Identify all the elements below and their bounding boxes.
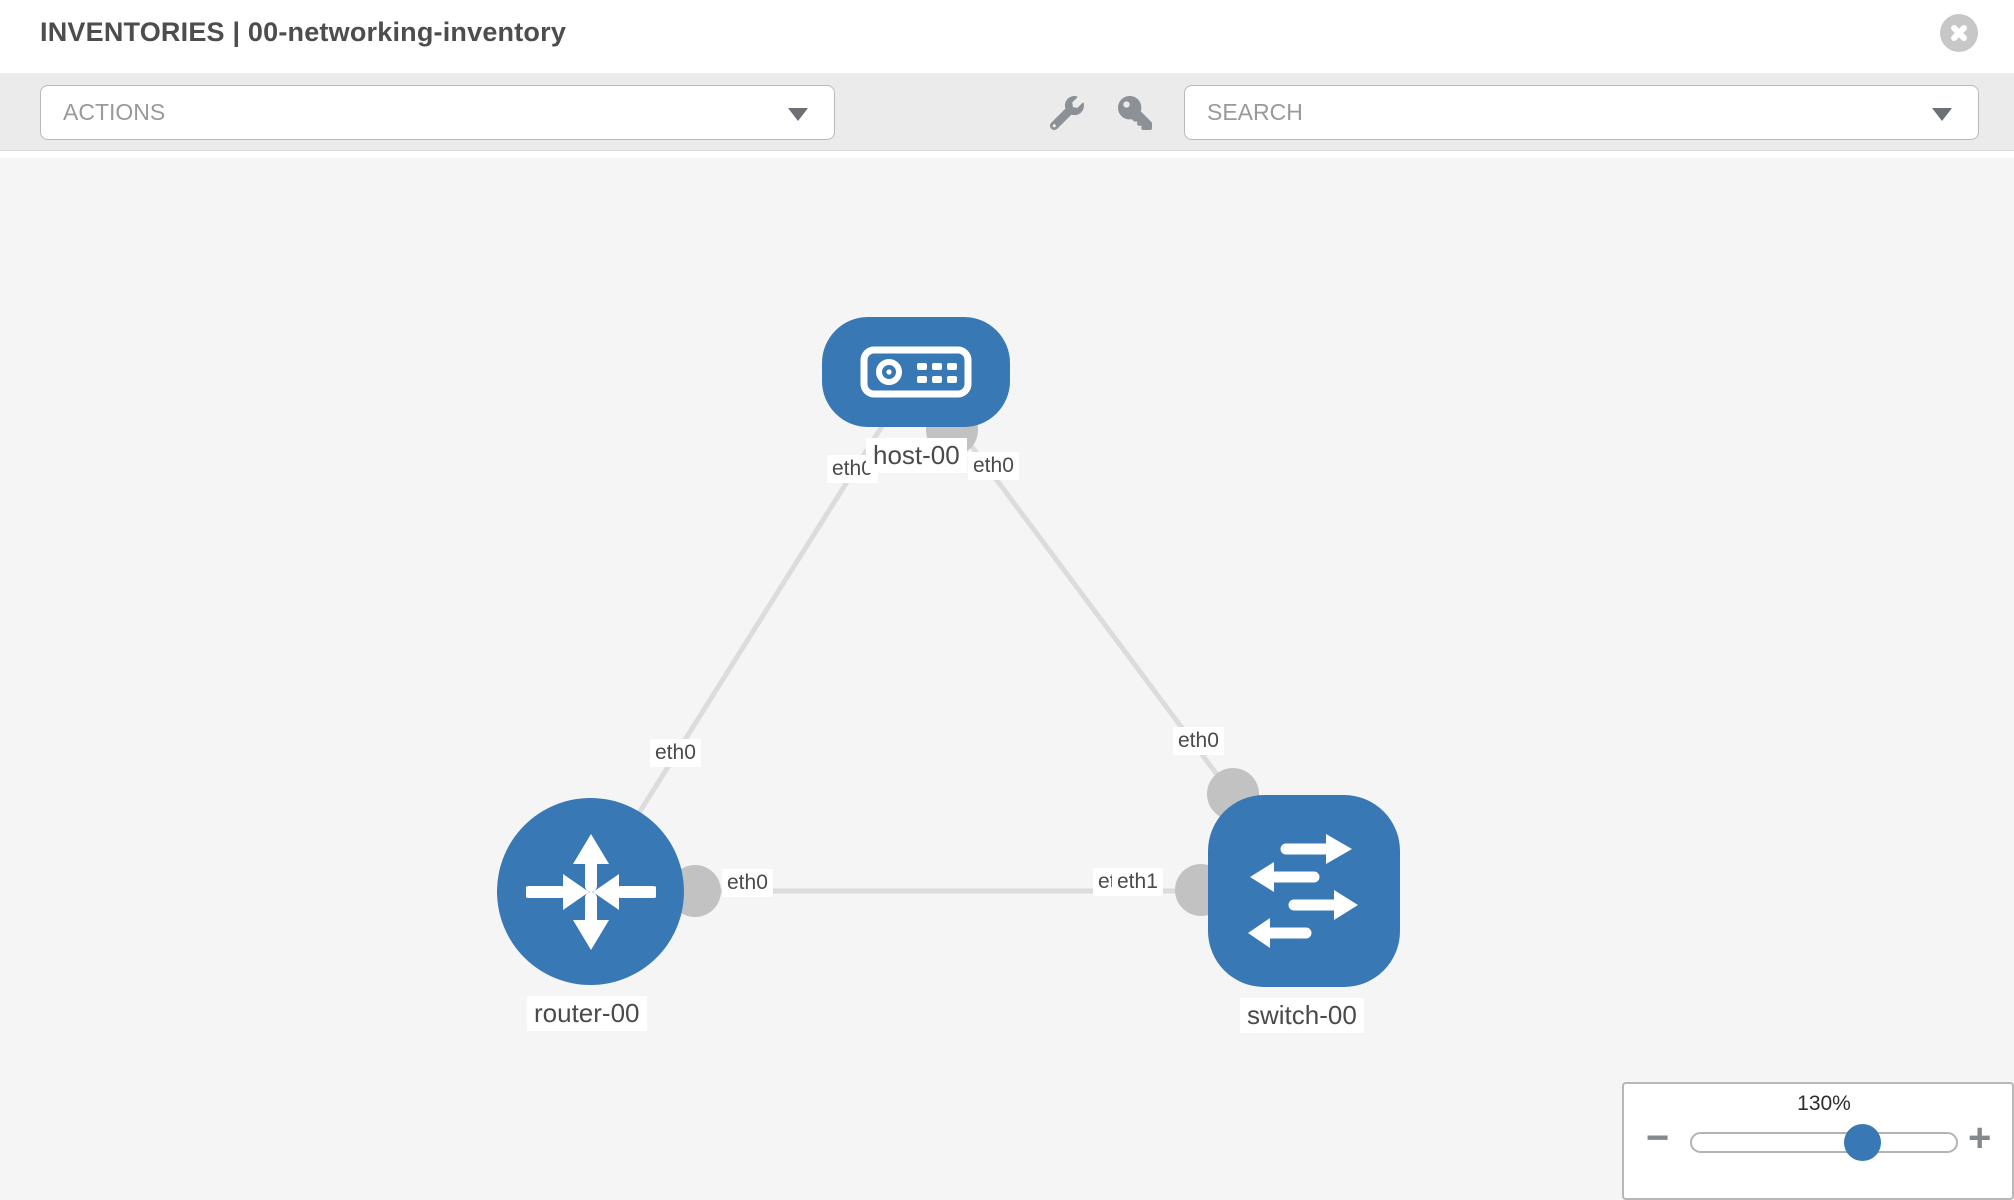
search-dropdown-label: SEARCH [1207,99,1303,125]
node-host-00[interactable] [822,317,1010,427]
interface-label-router-switch-router-side: eth0 [722,869,773,897]
node-switch-00[interactable] [1208,795,1400,987]
interface-label-host-switch-host-side: eth0 [968,452,1019,480]
chevron-down-icon [1932,107,1952,121]
divider [0,151,2014,158]
interface-label-router-switch-switch-side: eth1 [1112,868,1163,896]
node-router-00[interactable] [497,798,684,985]
actions-dropdown[interactable]: ACTIONS [40,85,835,140]
search-dropdown[interactable]: SEARCH [1184,85,1979,140]
wrench-icon [1049,96,1084,131]
zoom-out-button[interactable]: − [1646,1114,1669,1162]
node-label-host-00: host-00 [866,438,967,473]
topology-canvas[interactable]: eth0 eth0 eth0 eth0 eth0 eth0 eth1 host-… [0,158,2014,1200]
toolbar: ACTIONS SEARCH [0,73,2014,151]
close-button[interactable] [1940,14,1978,52]
key-tool-button[interactable] [1118,96,1152,130]
wrench-tool-button[interactable] [1049,96,1084,131]
interface-label-host-router-router-side: eth0 [650,739,701,767]
key-icon [1118,96,1152,130]
switch-icon [1248,834,1358,948]
plus-icon: + [1968,1116,1992,1160]
chevron-down-icon [788,107,808,121]
zoom-slider-handle[interactable] [1844,1124,1881,1161]
actions-dropdown-label: ACTIONS [63,99,166,125]
host-icon [860,346,972,398]
topology-wires [587,370,1307,917]
zoom-in-button[interactable]: + [1968,1114,1991,1162]
zoom-slider-track[interactable] [1690,1132,1958,1153]
header-bar: INVENTORIES | 00-networking-inventory [0,0,2014,73]
router-icon [525,833,656,950]
zoom-panel: 130% − + [1622,1082,2014,1200]
interface-label-host-switch-switch-side: eth0 [1173,727,1224,755]
node-label-router-00: router-00 [527,996,647,1031]
node-label-switch-00: switch-00 [1240,998,1364,1033]
page-title: INVENTORIES | 00-networking-inventory [40,17,567,47]
minus-icon: − [1646,1116,1670,1160]
zoom-level: 130% [1797,1092,1851,1115]
